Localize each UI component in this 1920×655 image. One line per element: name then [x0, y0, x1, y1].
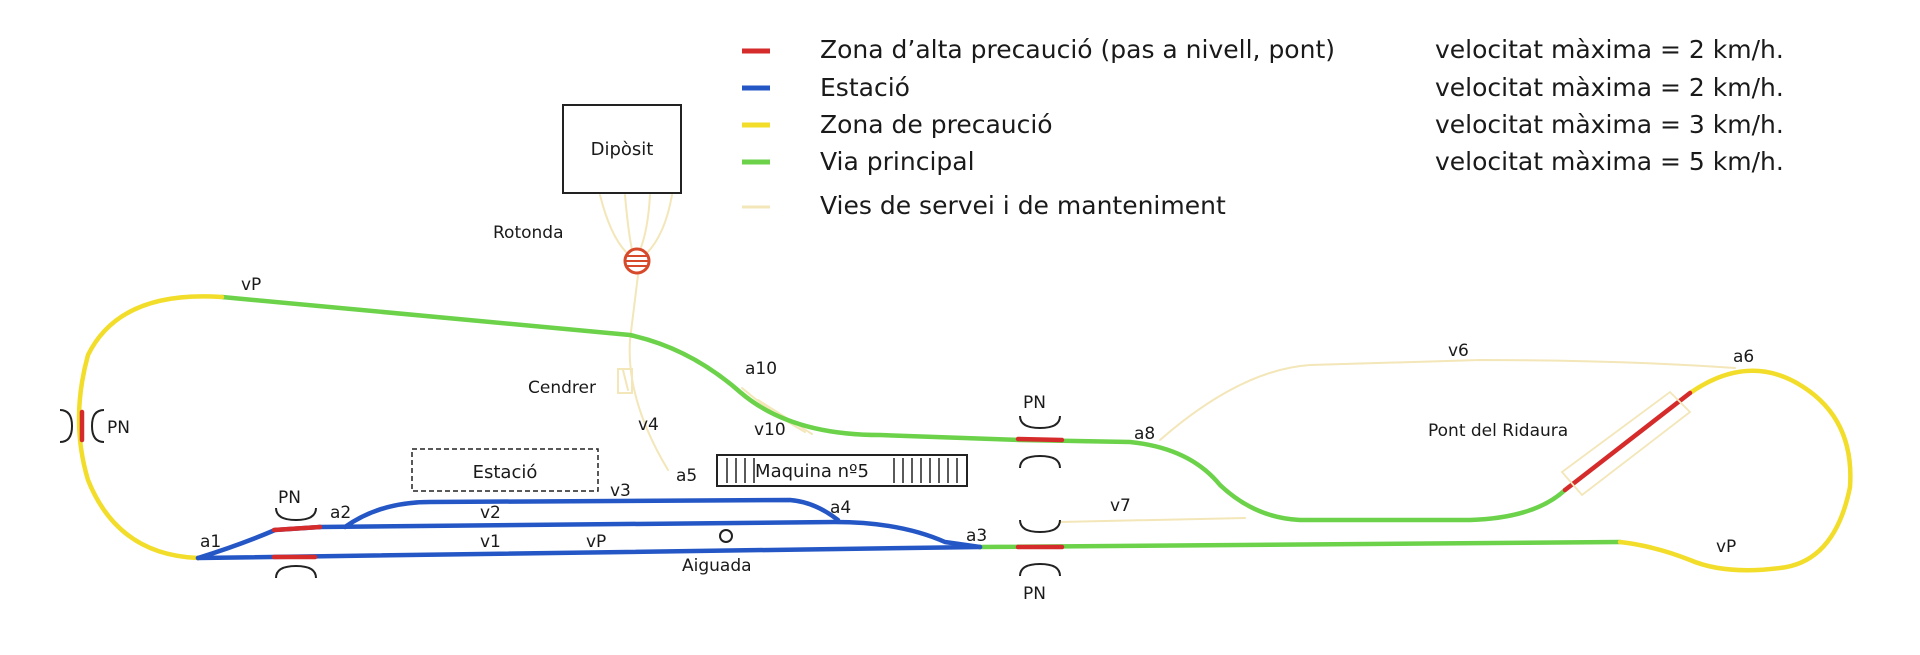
legend-label-yellow: Zona de precaució [820, 110, 1053, 139]
west-loop-track [76, 294, 225, 561]
pn-mid-bottom-label: PN [1023, 584, 1046, 604]
east-loop-track [1617, 368, 1853, 573]
pn-brackets [59, 409, 1061, 579]
pn-bracket-west-right [90, 409, 105, 443]
main-track-top [219, 294, 1568, 523]
legend-speed-yellow: velocitat màxima = 3 km/h. [1435, 110, 1784, 139]
label-v4: v4 [638, 415, 659, 435]
pont-ridaura-label: Pont del Ridaura [1428, 421, 1568, 441]
service-track-depot-3 [639, 194, 651, 251]
label-vP-right: vP [1716, 537, 1736, 557]
label-v7: v7 [1110, 496, 1131, 516]
legend-label-blue: Estació [820, 73, 910, 102]
pn-a2-label: PN [278, 488, 301, 508]
label-a10: a10 [745, 359, 777, 379]
legend-label-green: Via principal [820, 147, 975, 176]
label-a3: a3 [966, 526, 987, 546]
main-track-bottom [977, 539, 1623, 550]
pn-bracket-a2-top [275, 507, 317, 522]
service-track-v4 [628, 339, 669, 471]
service-track-rotonda-cendrer [629, 274, 639, 341]
label-v6: v6 [1448, 341, 1469, 361]
label-a4: a4 [830, 498, 851, 518]
maquina-shed [716, 454, 968, 487]
rotonda-label: Rotonda [493, 223, 564, 243]
service-track-depot-2 [624, 194, 633, 251]
bridge-ridaura-outline [1560, 390, 1692, 497]
pn-west-label: PN [107, 418, 130, 438]
pn-bracket-mid-top-b [1019, 454, 1061, 469]
crossing-pn-mid-top [1015, 436, 1065, 443]
station-track-v2 [317, 519, 983, 550]
rotonda-turntable-icon [623, 247, 651, 275]
label-v10: v10 [754, 420, 786, 440]
legend: Zona d’alta precaució (pas a nivell, pon… [742, 35, 1784, 220]
aiguada-marker [719, 529, 733, 543]
bridge-ridaura-track [1562, 390, 1693, 493]
pn-bracket-mid-bottom-b [1019, 562, 1061, 577]
legend-speed-green: velocitat màxima = 5 km/h. [1435, 147, 1784, 176]
service-track-v6 [1159, 358, 1736, 441]
service-track-cendrer-post [622, 369, 629, 391]
cendrer-marker [617, 368, 633, 394]
label-a6: a6 [1733, 347, 1754, 367]
service-track-depot-4 [645, 194, 673, 255]
legend-speed-blue: velocitat màxima = 2 km/h. [1435, 73, 1784, 102]
label-a5: a5 [676, 466, 697, 486]
label-a2: a2 [330, 503, 351, 523]
aiguada-label: Aiguada [682, 556, 752, 576]
legend-label-red: Zona d’alta precaució (pas a nivell, pon… [820, 35, 1335, 64]
diposit-box [562, 104, 682, 194]
estacio-box [411, 448, 599, 492]
label-v3: v3 [610, 481, 631, 501]
station-track-v3 [342, 497, 841, 530]
pn-bracket-mid-top-a [1019, 415, 1061, 430]
label-vP-top: vP [241, 275, 261, 295]
service-track-v7 [1059, 517, 1246, 523]
label-v1: v1 [480, 532, 501, 552]
maquina-label: Maquina nº5 [755, 461, 869, 482]
legend-label-service: Vies de servei i de manteniment [820, 191, 1226, 220]
pn-bracket-west-left [59, 409, 74, 443]
cendrer-label: Cendrer [528, 378, 596, 398]
diposit-label: Dipòsit [591, 139, 654, 160]
label-a8: a8 [1134, 424, 1155, 444]
pn-mid-top-label: PN [1023, 393, 1046, 413]
pn-bracket-mid-bottom-a [1019, 519, 1061, 534]
estacio-label: Estació [473, 462, 538, 483]
station-track-v1 [195, 544, 983, 561]
label-a1: a1 [200, 532, 221, 552]
pn-bracket-a2-bottom [275, 564, 317, 579]
crossing-pn-a2-upper [271, 524, 323, 533]
service-track-depot-1 [599, 194, 627, 253]
legend-speed-red: velocitat màxima = 2 km/h. [1435, 35, 1784, 64]
label-v2: v2 [480, 503, 501, 523]
label-vP-mid: vP [586, 532, 606, 552]
